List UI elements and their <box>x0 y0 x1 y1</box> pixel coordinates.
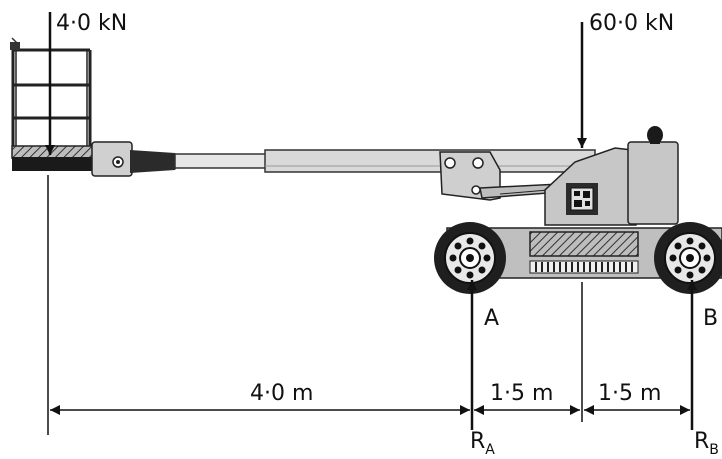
reaction-b-label: RB <box>694 429 719 458</box>
dim-label-1: 4·0 m <box>250 381 313 406</box>
platform-cage <box>11 48 92 148</box>
wheel-a <box>434 222 506 294</box>
support-b-label: B <box>703 306 718 331</box>
engine-box <box>627 141 679 225</box>
boom-outer <box>264 149 596 173</box>
machine-load-label: 60·0 kN <box>589 11 674 36</box>
reaction-b-sub: B <box>709 442 719 458</box>
platform-load-label: 4·0 kN <box>56 11 127 36</box>
reaction-a-base: R <box>470 429 485 454</box>
platform-top-knob <box>10 42 20 50</box>
boom-tip <box>130 150 178 173</box>
reaction-a-label: RA <box>470 429 495 458</box>
chassis-grille <box>529 231 639 257</box>
platform-joint <box>91 141 133 177</box>
reaction-b-base: R <box>694 429 709 454</box>
dim-label-2: 1·5 m <box>490 381 553 406</box>
support-a-label: A <box>484 306 499 331</box>
reaction-a-sub: A <box>485 442 495 458</box>
wheel-b <box>654 222 722 294</box>
boom-inner <box>174 153 268 169</box>
platform-base <box>12 157 97 171</box>
boom-lift <box>10 37 722 294</box>
dim-label-3: 1·5 m <box>598 381 661 406</box>
platform-floor <box>11 145 95 159</box>
